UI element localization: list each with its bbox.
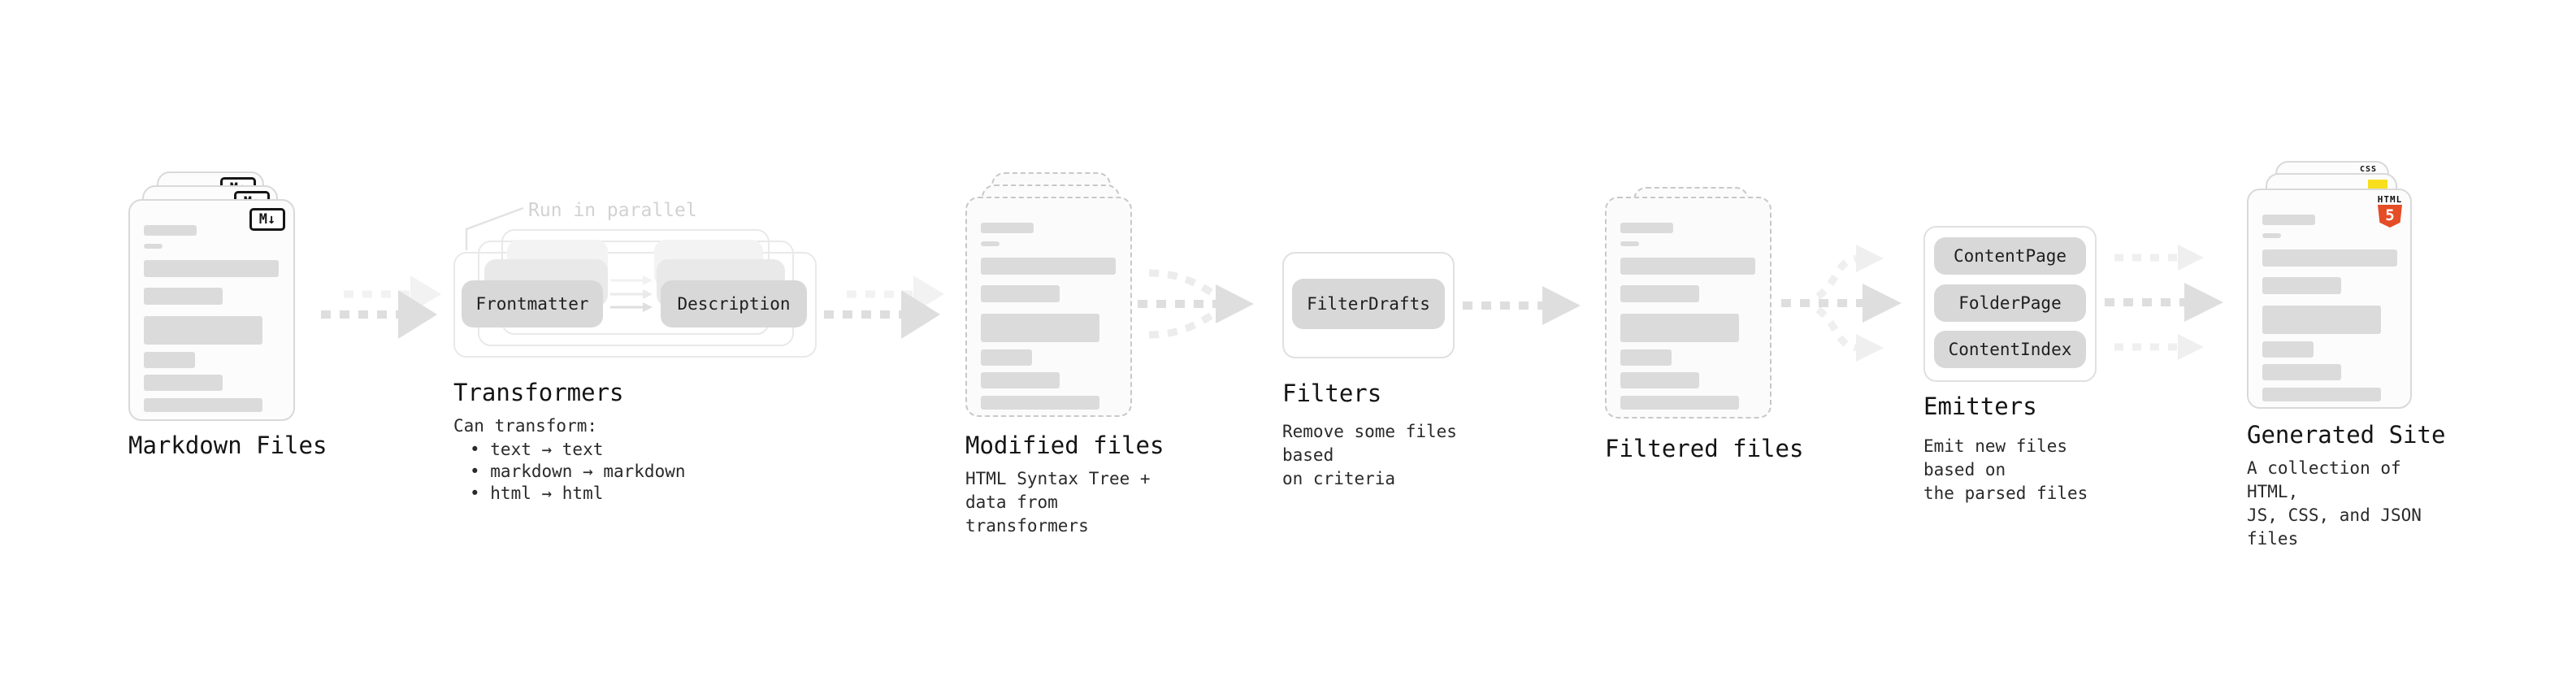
emitters-group: ContentPage FolderPage ContentIndex Emit… bbox=[1923, 226, 2127, 503]
file-content-placeholder bbox=[2262, 215, 2397, 401]
arrow-emitters-to-generated bbox=[2105, 245, 2223, 360]
parallel-arrows-icon bbox=[610, 275, 653, 312]
filters-group: FilterDrafts Filters Remove some files b… bbox=[1282, 252, 1485, 488]
emitters-box bbox=[1923, 226, 2097, 382]
generated-site-description: A collection of HTML, JS, CSS, and JSON … bbox=[2247, 458, 2422, 549]
transformers-group: Frontmatter Description Transformers Can… bbox=[453, 229, 868, 505]
bullet-item: • text → text bbox=[470, 440, 604, 459]
description-pill: Description bbox=[661, 280, 807, 327]
contentpage-pill: ContentPage bbox=[1934, 237, 2086, 275]
emitters-description: Emit new files based on the parsed files bbox=[1923, 436, 2088, 503]
file-content-placeholder bbox=[144, 225, 279, 412]
transformer-frame-front bbox=[453, 252, 817, 358]
markdown-files-group: M↓ M↓ M↓ Markdown Files bbox=[128, 171, 332, 480]
arrow-modified-to-filters bbox=[1138, 269, 1254, 339]
emitters-label: Emitters bbox=[1923, 393, 2037, 420]
markdown-icon: M↓ bbox=[249, 208, 285, 231]
markdown-file-card: M↓ bbox=[128, 199, 295, 421]
html5-icon: HTML 5 bbox=[2376, 195, 2404, 228]
run-in-parallel-annotation: Run in parallel bbox=[528, 200, 697, 221]
modified-files-group: Modified files HTML Syntax Tree + data f… bbox=[965, 172, 1169, 536]
js-icon bbox=[2368, 180, 2387, 189]
filtered-files-group: Filtered files bbox=[1605, 187, 1808, 479]
bullet-item: • html → html bbox=[470, 484, 604, 503]
arrow-filters-to-filtered bbox=[1463, 286, 1581, 325]
transformers-bullets: • text → text • markdown → markdown • ht… bbox=[453, 439, 686, 505]
bullet-item: • markdown → markdown bbox=[470, 462, 686, 481]
transformers-desc-title: Can transform: bbox=[453, 416, 598, 436]
filters-label: Filters bbox=[1282, 380, 1382, 407]
transformers-label: Transformers bbox=[453, 379, 624, 406]
generated-site-label: Generated Site bbox=[2247, 421, 2446, 449]
modified-file-card bbox=[965, 197, 1132, 417]
filtered-file-card bbox=[1605, 197, 1772, 419]
arrow-markdown-to-transformers bbox=[321, 275, 441, 339]
file-content-placeholder bbox=[1620, 223, 1755, 410]
arrow-transformers-to-modified bbox=[824, 275, 944, 339]
modified-files-description: HTML Syntax Tree + data from transformer… bbox=[965, 469, 1151, 536]
file-content-placeholder bbox=[981, 223, 1116, 410]
frontmatter-pill: Frontmatter bbox=[462, 280, 603, 327]
contentindex-pill: ContentIndex bbox=[1934, 331, 2086, 368]
markdown-files-label: Markdown Files bbox=[128, 432, 327, 459]
filters-description: Remove some files based on criteria bbox=[1282, 422, 1457, 488]
generated-site-group: CSS HTML 5 Generated Site A collection o… bbox=[2247, 161, 2458, 549]
generated-site-card: HTML 5 bbox=[2247, 189, 2412, 409]
filterdrafts-pill: FilterDrafts bbox=[1292, 279, 1445, 329]
modified-files-label: Modified files bbox=[965, 432, 1164, 459]
folderpage-pill: FolderPage bbox=[1934, 284, 2086, 322]
filtered-files-label: Filtered files bbox=[1605, 435, 1804, 462]
filters-box bbox=[1282, 252, 1455, 358]
annotation-connector-line bbox=[465, 206, 524, 250]
arrow-filtered-to-emitters bbox=[1781, 245, 1902, 362]
